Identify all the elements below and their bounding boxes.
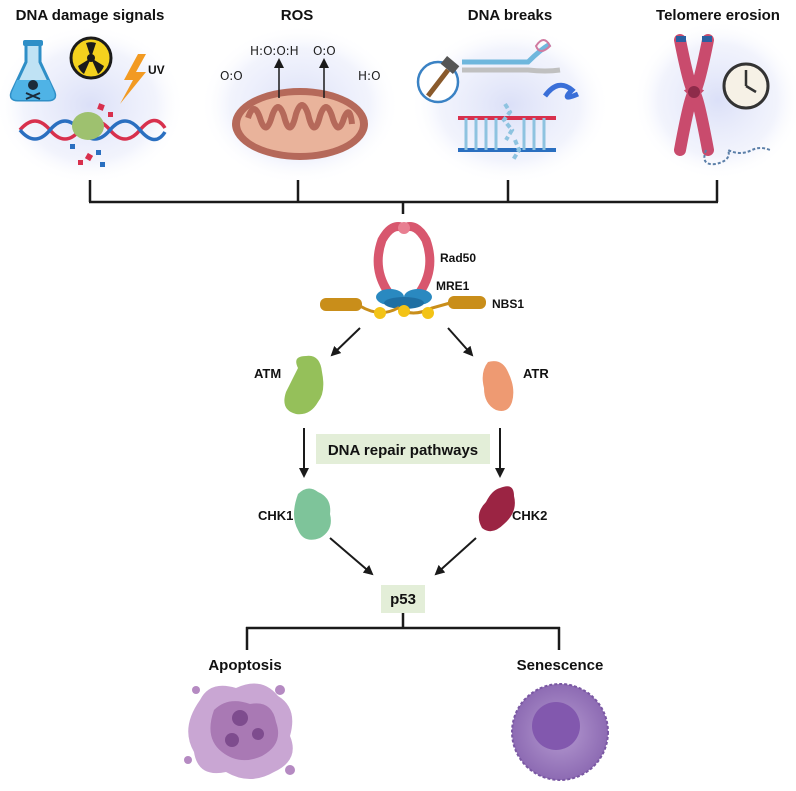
- ros-molecule-oxygen: O:O: [313, 44, 336, 58]
- twisted-strand-icon: [542, 82, 580, 100]
- atr-protein: [482, 361, 514, 411]
- senescence-label: Senescence: [517, 657, 604, 674]
- uv-lightning-icon: [120, 54, 146, 104]
- mitochondrion-icon: [232, 88, 368, 160]
- heading-dna-breaks: DNA breaks: [468, 7, 552, 24]
- nbs1-label: NBS1: [492, 297, 524, 311]
- rad50-protein: [373, 222, 435, 297]
- uv-label: UV: [148, 63, 165, 77]
- nbs1-protein: [320, 296, 486, 319]
- p53-box: [381, 585, 425, 613]
- ros-molecule-hydroxyl: H:O: [358, 69, 381, 83]
- arrow-chk1-to-p53: [329, 537, 374, 576]
- glow-telomere: [633, 20, 796, 180]
- chromosome-icon: [674, 34, 714, 156]
- chk1-protein: [294, 488, 331, 540]
- atm-label: ATM: [254, 366, 281, 381]
- clock-icon: [722, 62, 770, 110]
- p53-label: p53: [390, 591, 416, 608]
- chk2-label: CHK2: [512, 508, 547, 523]
- signals-bracket: [88, 180, 719, 214]
- atr-label: ATR: [523, 366, 549, 381]
- atm-protein: [284, 355, 324, 415]
- broken-dna-ladder-icon: [458, 102, 556, 162]
- apoptosis-label: Apoptosis: [208, 657, 281, 674]
- damaged-dna-icon: [18, 103, 167, 167]
- arrow-complex-to-atm: [330, 327, 361, 357]
- radiation-icon: [69, 36, 113, 80]
- ros-molecule-h2o2: H:O:O:H: [250, 44, 299, 58]
- chk2-protein: [478, 486, 515, 532]
- mre1-protein: [376, 289, 432, 309]
- outcome-bracket: [245, 613, 561, 650]
- flask-icon: [9, 40, 57, 102]
- mre1-label: MRE1: [436, 279, 470, 293]
- dna-repair-label: DNA repair pathways: [328, 442, 478, 459]
- arrow-complex-to-atr: [447, 327, 474, 357]
- ros-molecule-superoxide: O:O: [220, 69, 243, 83]
- rad50-label: Rad50: [440, 251, 476, 265]
- hammer-icon: [416, 56, 460, 104]
- glow-dna-breaks: [410, 25, 610, 185]
- chk1-label: CHK1: [258, 508, 293, 523]
- heading-ros: ROS: [281, 7, 314, 24]
- senescent-cell-icon: [511, 683, 609, 781]
- arrow-chk2-to-p53: [434, 537, 477, 576]
- heading-telomere-erosion: Telomere erosion: [656, 7, 780, 24]
- heading-dna-damage-signals: DNA damage signals: [16, 7, 165, 24]
- telomere-strand-icon: [703, 147, 771, 166]
- apoptotic-cell-icon: [184, 683, 295, 779]
- dna-strand-icon: [462, 39, 561, 74]
- dna-repair-box: [316, 434, 490, 464]
